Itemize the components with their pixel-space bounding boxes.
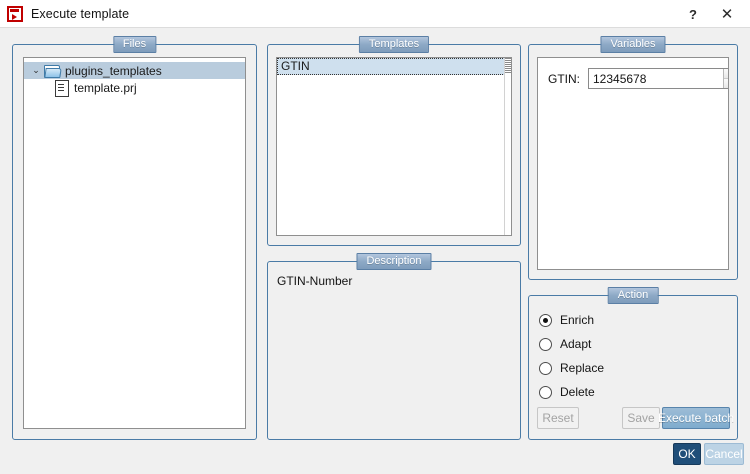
tree-item-template-prj[interactable]: template.prj [24, 79, 245, 97]
gtin-label: GTIN: [548, 71, 580, 86]
folder-open-icon [44, 64, 60, 78]
files-group: Files ⌄ plugins_templates template.prj [12, 36, 257, 440]
help-icon[interactable]: ? [689, 6, 697, 22]
title-bar-buttons: ? ✕ [676, 0, 750, 28]
reset-button[interactable]: Reset [537, 407, 579, 429]
radio-indicator[interactable] [539, 313, 552, 327]
radio-enrich[interactable]: Enrich [539, 313, 594, 327]
files-legend: Files [112, 36, 157, 53]
radio-indicator[interactable] [539, 337, 552, 351]
save-button[interactable]: Save [622, 407, 660, 429]
window-title: Execute template [31, 6, 130, 21]
radio-label: Delete [560, 385, 595, 399]
ok-button[interactable]: OK [673, 443, 701, 465]
chevron-down-icon[interactable]: ⌄ [32, 65, 40, 75]
gtin-input[interactable] [589, 69, 723, 88]
description-legend: Description [356, 253, 432, 270]
radio-label: Adapt [560, 337, 592, 351]
title-bar: Execute template ? ✕ [0, 0, 750, 28]
radio-delete[interactable]: Delete [539, 385, 595, 399]
radio-label: Enrich [560, 313, 595, 327]
cancel-button[interactable]: Cancel [704, 443, 744, 465]
files-tree[interactable]: ⌄ plugins_templates template.prj [23, 57, 246, 429]
description-group: Description GTIN-Number [267, 253, 521, 440]
close-icon[interactable]: ✕ [720, 6, 734, 23]
variables-group: Variables GTIN: [528, 36, 738, 280]
variables-legend: Variables [600, 36, 666, 53]
file-document-icon [55, 80, 69, 97]
radio-replace[interactable]: Replace [539, 361, 604, 375]
execute-template-icon [7, 5, 23, 22]
action-group: Action Enrich Adapt Replace Delete Reset… [528, 287, 738, 440]
description-text: GTIN-Number [277, 274, 353, 288]
radio-indicator[interactable] [539, 385, 552, 399]
templates-group: Templates GTIN [267, 36, 521, 246]
tree-item-plugins-templates[interactable]: ⌄ plugins_templates [24, 62, 245, 79]
templates-list[interactable]: GTIN [276, 57, 512, 236]
list-item[interactable]: GTIN [277, 58, 511, 75]
gtin-spinner[interactable] [588, 68, 728, 89]
spinner-down-icon[interactable] [724, 78, 728, 88]
radio-indicator[interactable] [539, 361, 552, 375]
gtin-spinner-buttons[interactable] [723, 69, 728, 88]
templates-list-scrollbar[interactable] [504, 58, 511, 235]
scrollbar-thumb[interactable] [505, 58, 511, 73]
execute-batch-button[interactable]: Execute batch [658, 407, 734, 429]
radio-adapt[interactable]: Adapt [539, 337, 591, 351]
action-legend: Action [607, 287, 659, 304]
tree-item-label: plugins_templates [65, 63, 162, 78]
variables-pane: GTIN: [537, 57, 729, 270]
templates-legend: Templates [358, 36, 430, 53]
variable-row-gtin: GTIN: [548, 68, 728, 89]
tree-item-label: template.prj [74, 80, 137, 95]
radio-label: Replace [560, 361, 605, 375]
spinner-up-icon[interactable] [724, 69, 728, 79]
